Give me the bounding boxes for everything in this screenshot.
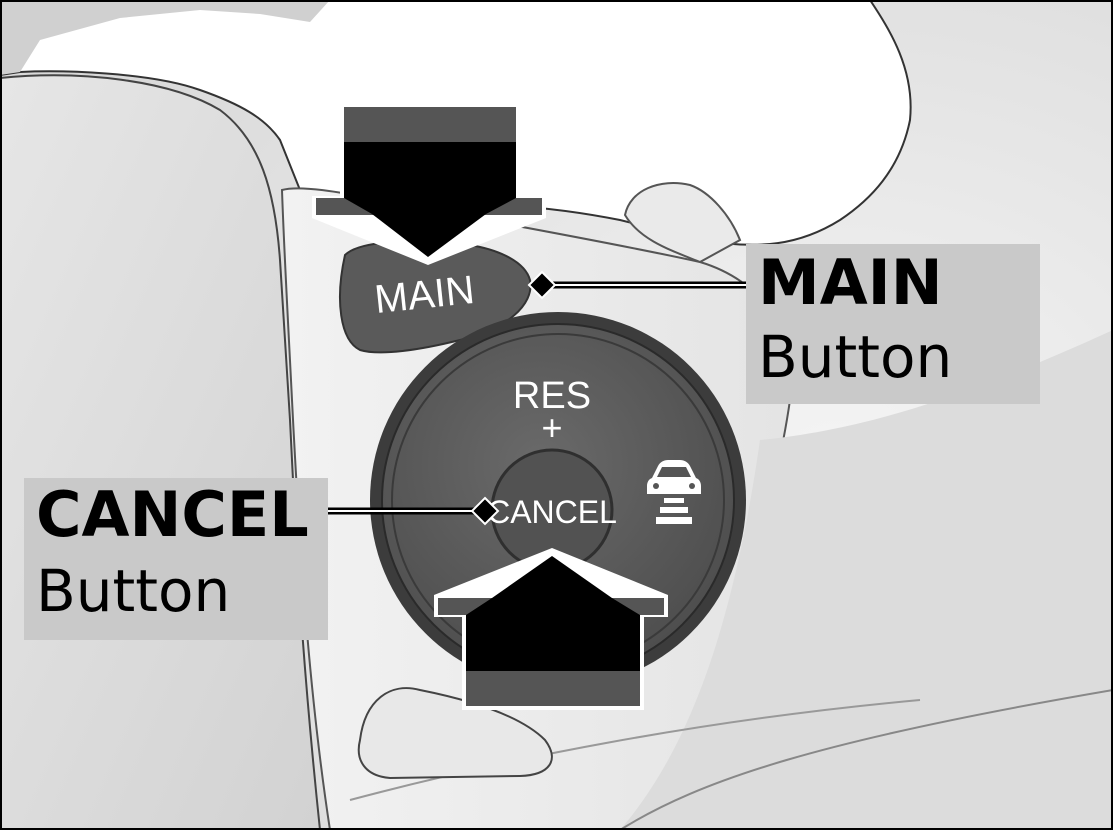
cancel-callout-title: CANCEL [36,478,309,551]
cancel-callout-subtitle: Button [36,557,231,625]
dark-corner [0,0,330,75]
paddle-top [623,182,742,264]
main-button-label: MAIN [372,268,476,322]
main-callout-subtitle: Button [758,323,953,391]
main-button-callout: MAIN Button [746,244,1040,404]
main-callout-title: MAIN [758,246,943,319]
steering-rim-left [0,74,322,830]
paddle-bottom [357,687,553,780]
car-following-distance-icon [647,460,701,524]
cancel-button-callout: CANCEL Button [24,478,328,640]
lower-surface [620,330,1113,830]
press-arrow-down-icon [312,103,546,265]
press-arrow-up-icon [434,548,668,710]
main-leader-diamond [527,270,557,300]
cancel-button-label: CANCEL [487,494,617,530]
surface-edge-line [619,689,1113,830]
plus-label: + [541,407,562,448]
res-label: RES [513,375,591,417]
panel-edge-line [349,699,921,801]
cancel-leader-diamond [470,496,500,526]
